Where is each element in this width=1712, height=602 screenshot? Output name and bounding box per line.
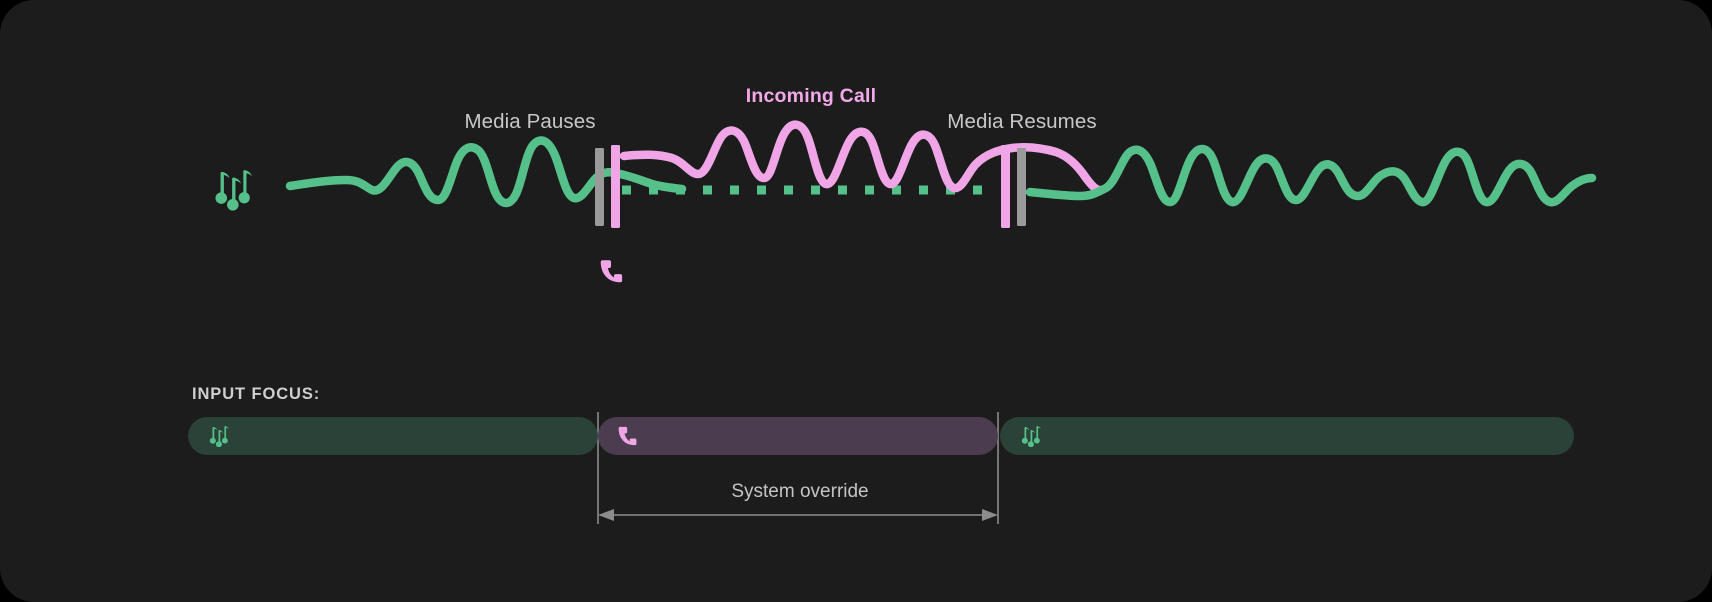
music-note-icon bbox=[209, 426, 229, 447]
music-note-icon bbox=[215, 170, 252, 211]
focus-track-media-a[interactable] bbox=[188, 417, 598, 455]
waveform-call bbox=[619, 120, 1105, 195]
phone-icon bbox=[600, 260, 623, 283]
phone-icon bbox=[618, 426, 637, 446]
system-override-label: System override bbox=[731, 481, 869, 502]
label-media-resumes: Media Resumes bbox=[947, 110, 1097, 133]
pause-marker-gray bbox=[595, 148, 604, 226]
override-arrow-right bbox=[982, 509, 998, 521]
label-incoming-call: Incoming Call bbox=[745, 85, 877, 107]
resume-marker-gray bbox=[1017, 148, 1026, 226]
pause-marker-accent bbox=[611, 145, 620, 228]
resume-marker-accent bbox=[1001, 145, 1010, 228]
focus-track-media-b[interactable] bbox=[1000, 417, 1574, 455]
music-note-icon bbox=[1021, 426, 1041, 447]
focus-track-call[interactable] bbox=[598, 417, 998, 455]
label-media-pauses: Media Pauses bbox=[464, 110, 596, 133]
waveform-media-after bbox=[1025, 144, 1597, 207]
override-arrow-left bbox=[598, 509, 614, 521]
input-focus-title: INPUT FOCUS: bbox=[192, 385, 321, 403]
